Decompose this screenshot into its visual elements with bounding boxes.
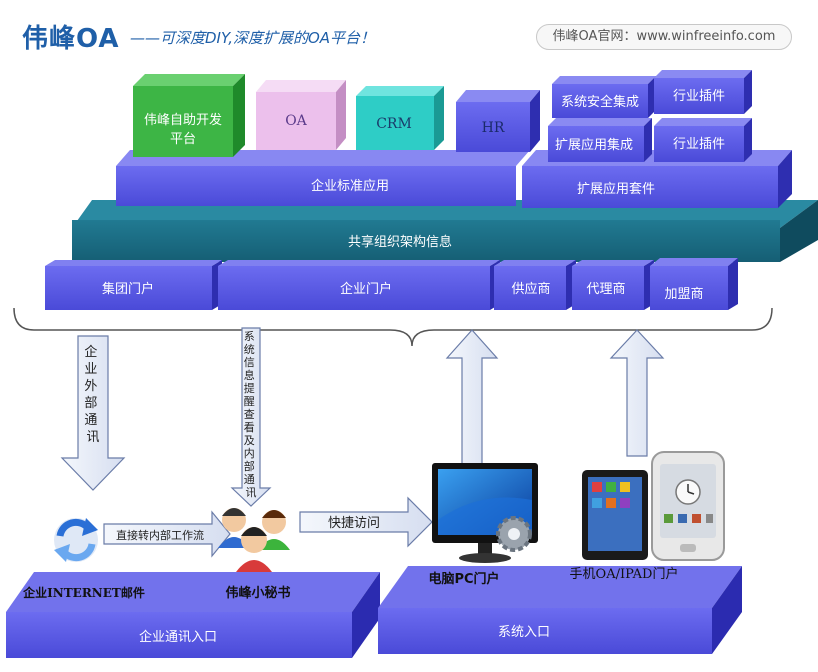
mobile-portal-label[interactable]: 手机OA/IPAD门户 [570,566,679,582]
extension-suite-label: 扩展应用套件 [577,181,655,197]
arrow-quick-access: 快捷访问 [299,496,433,548]
internet-mail-label: 企业INTERNET邮件 [22,585,145,600]
portal-row: 集团门户 企业门户 供应商 代理商 加盟商 [45,258,738,310]
sync-icon [54,518,98,562]
module-cubes: 伟峰自助开发 平台 OA CRM HR 系统安全集成 [133,70,752,162]
phone-icon [651,451,725,561]
module-crm-label: CRM [376,116,412,132]
system-entry-label: 系统入口 [498,625,550,640]
module-hr-label: HR [482,120,505,136]
comm-entry-platform: 企业通讯入口 企业INTERNET邮件 伟峰小秘书 [6,572,380,658]
module-oa-label: OA [285,113,307,129]
module-hr[interactable]: HR [456,90,540,152]
module-security[interactable]: 系统安全集成 [552,76,656,118]
arrow-reminder: 系 统 信 息 提 醒 查 看 及 内 部 通 讯 [230,327,272,507]
module-security-label: 系统安全集成 [561,94,639,110]
arrow-up-mobile [609,329,665,457]
module-crm[interactable]: CRM [356,86,444,150]
system-entry-platform: 系统入口 电脑PC门户 手机OA/IPAD门户 [378,566,742,654]
arrow-workflow-text: 直接转内部工作流 [116,528,204,542]
tablet-icon [582,470,648,560]
users-icon [218,508,290,572]
secretary-label: 伟峰小秘书 [225,585,290,601]
module-oa[interactable]: OA [256,80,346,150]
brand-title: 伟峰OA [22,24,120,54]
brand-tagline: ——可深度DIY,深度扩展的OA平台！ [130,29,376,47]
shared-org-layer: 共享组织架构信息 [72,200,818,262]
module-ext-integration-label: 扩展应用集成 [555,137,633,153]
enterprise-standard-label: 企业标准应用 [311,178,389,194]
portal-enterprise[interactable]: 企业门户 [340,281,392,297]
shared-org-label: 共享组织架构信息 [348,234,452,250]
portal-group[interactable]: 集团门户 [102,281,154,297]
module-self-dev-line1: 伟峰自助开发 [144,112,222,128]
module-industry-plugin-2-label: 行业插件 [673,137,725,152]
module-ext-integration[interactable]: 扩展应用集成 [548,118,652,162]
platform-brace [13,307,773,347]
arrow-up-pc [445,329,499,465]
comm-entry-label: 企业通讯入口 [139,629,217,645]
website-link[interactable]: 伟峰OA官网：www.winfreeinfo.com [536,24,792,50]
arrow-workflow: 直接转内部工作流 [103,510,231,558]
module-industry-plugin-1[interactable]: 行业插件 [654,70,752,114]
arrow-external-comm: 企 业 外 部 通 讯 [60,335,126,491]
portal-supplier[interactable]: 供应商 [511,281,550,297]
pc-portal-label[interactable]: 电脑PC门户 [428,571,499,587]
module-self-dev-line2: 平台 [170,132,196,147]
module-industry-plugin-2[interactable]: 行业插件 [654,118,752,162]
module-industry-plugin-1-label: 行业插件 [673,89,725,104]
arrow-external-comm-text: 企 业 外 部 通 讯 [84,344,101,445]
portal-franchise[interactable]: 加盟商 [664,287,703,302]
arrow-quick-access-text: 快捷访问 [328,516,380,531]
module-self-dev[interactable]: 伟峰自助开发 平台 [133,74,245,157]
gear-icon [496,516,532,552]
portal-agent[interactable]: 代理商 [586,282,625,297]
arrow-reminder-text: 系 统 信 息 提 醒 查 看 及 内 部 通 讯 [244,330,259,499]
